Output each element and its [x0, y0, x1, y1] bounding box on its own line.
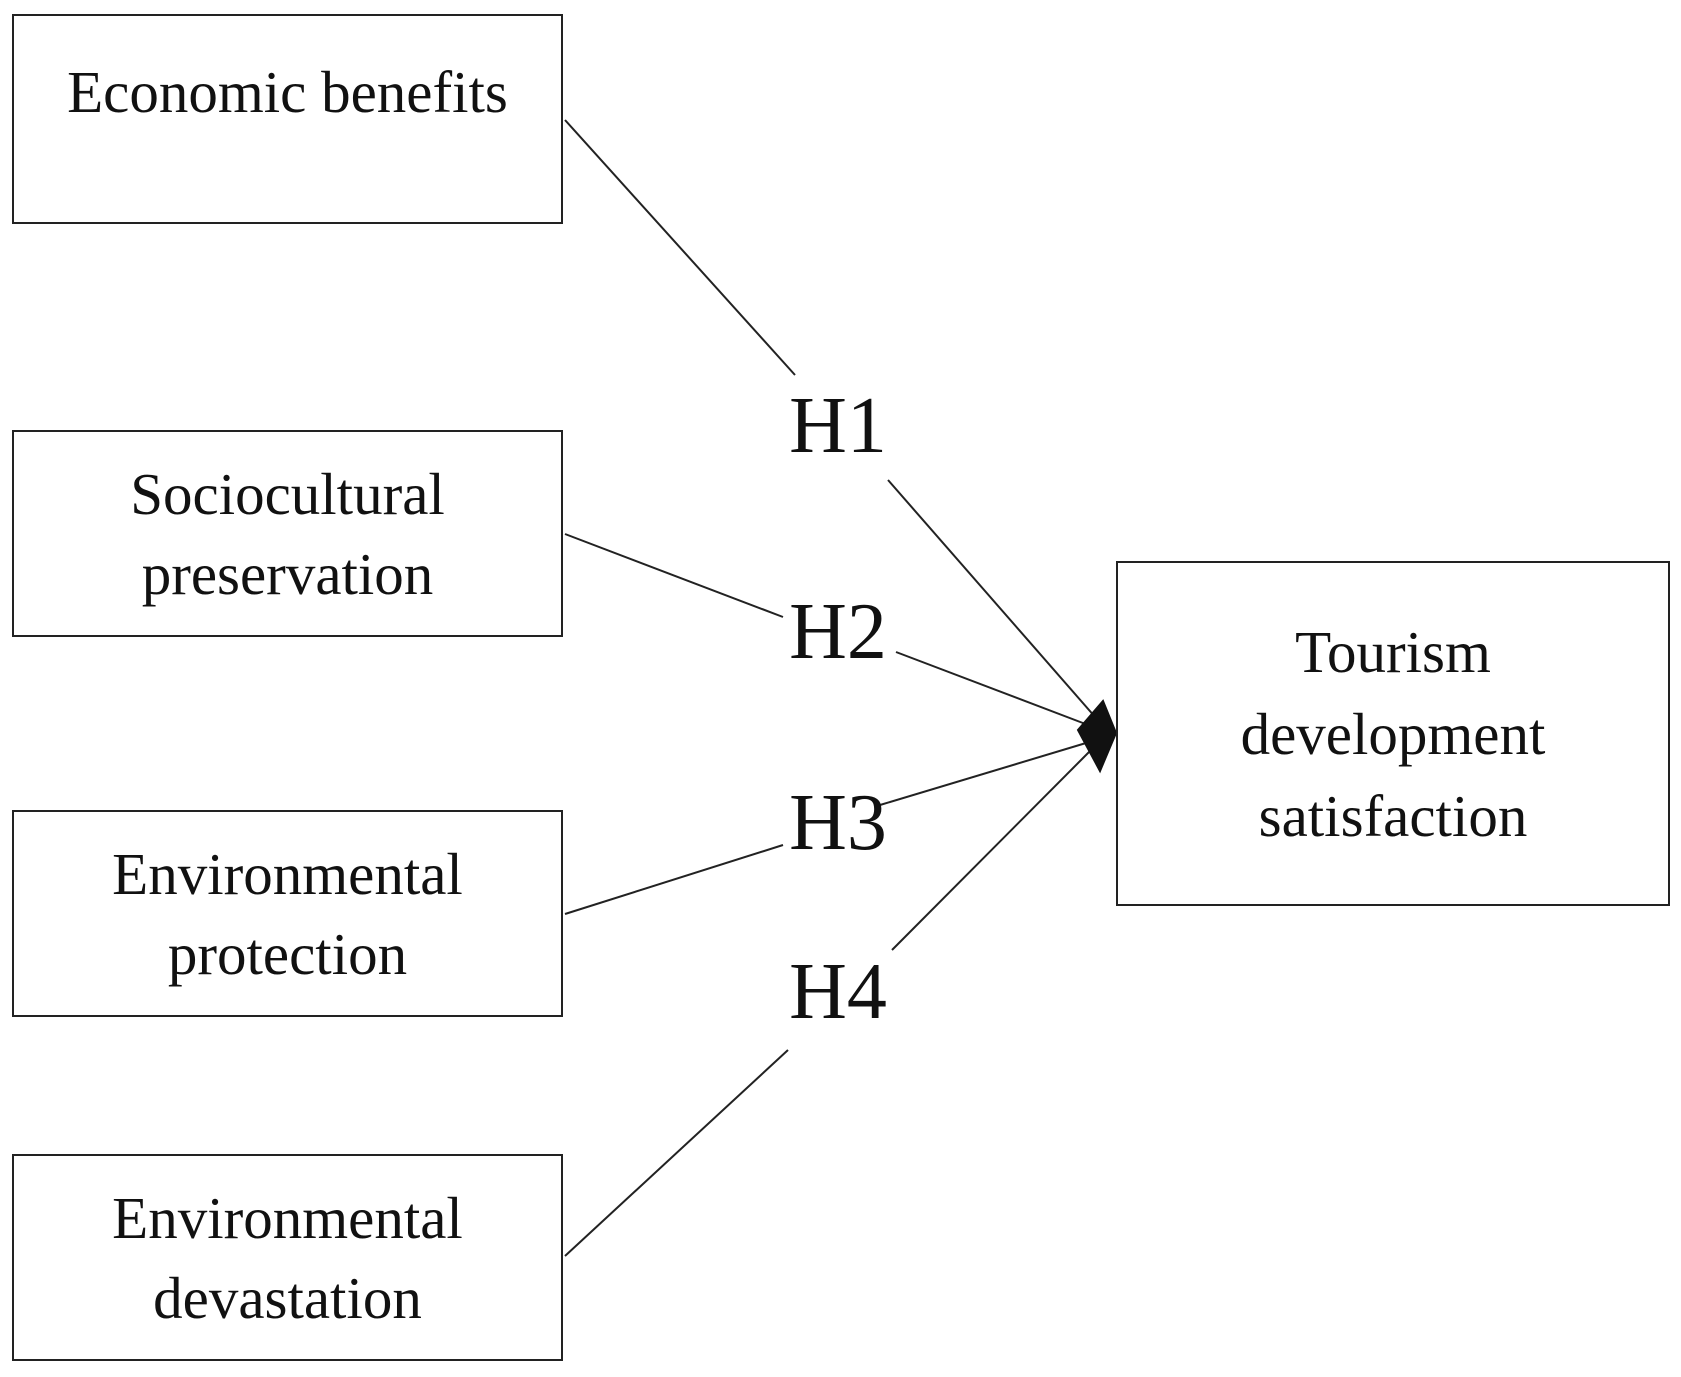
node-label-line: Tourism [1295, 618, 1491, 685]
node-label-line: development [1240, 700, 1546, 767]
node-label-line: protection [167, 920, 408, 987]
node-label: Economic benefits [67, 59, 508, 125]
edge-h1-lower [887, 479, 1097, 719]
node-label-line: Environmental [112, 840, 463, 907]
edge-h2-left [564, 533, 784, 618]
node-environmental-protection: Environmental protection [12, 810, 563, 1017]
node-label-line: satisfaction [1258, 782, 1528, 849]
edge-h2-right [895, 651, 1097, 729]
edge-h1-upper [564, 119, 796, 376]
node-label-line: Environmental [112, 1184, 463, 1251]
hypothesis-label-h1: H1 [789, 382, 887, 470]
edge-h4-upper [891, 744, 1097, 951]
node-label-line: preservation [141, 540, 434, 607]
node-tourism-development-satisfaction: Tourism development satisfaction [1116, 561, 1670, 906]
edge-h3-left [564, 844, 784, 915]
hypothesis-label-h4: H4 [789, 948, 887, 1036]
edge-h3-right [879, 739, 1097, 806]
edge-h4-lower [564, 1049, 789, 1257]
hypothesis-label-h3: H3 [789, 779, 887, 867]
hypothesis-label-h2: H2 [789, 588, 887, 676]
node-sociocultural-preservation: Sociocultural preservation [12, 430, 563, 637]
node-economic-benefits: Economic benefits [12, 14, 563, 224]
node-environmental-devastation: Environmental devastation [12, 1154, 563, 1361]
node-label-line: Sociocultural [130, 460, 445, 527]
node-label-line: devastation [153, 1264, 422, 1331]
arrowhead-icon [1076, 699, 1118, 774]
